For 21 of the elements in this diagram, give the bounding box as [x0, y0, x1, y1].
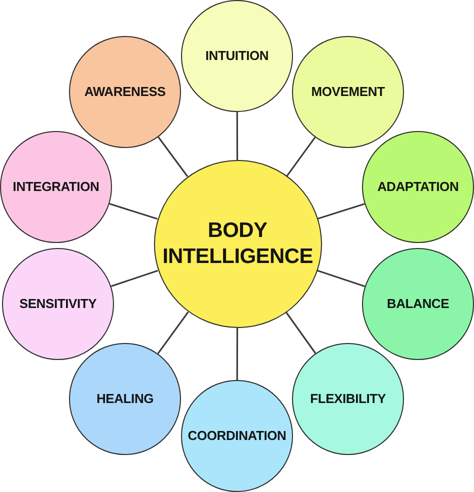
concept-label: BALANCE: [386, 296, 450, 312]
concept-label: SENSITIVITY: [19, 296, 97, 312]
concept-label: ADAPTATION: [377, 178, 459, 196]
concept-label: COORDINATION: [188, 428, 286, 444]
connector-line: [316, 270, 366, 288]
connector-line: [110, 270, 158, 287]
connector-line: [236, 328, 238, 380]
concept-label: AWARENESS: [84, 84, 166, 100]
topic-title: BODY INTELLIGENCE: [162, 218, 312, 270]
connector-line: [157, 312, 189, 354]
connector-line: [317, 203, 365, 220]
concept-label: FLEXIBILITY: [310, 390, 386, 408]
concept-label: INTUITION: [205, 48, 269, 64]
concept-label: MOVEMENT: [311, 84, 385, 100]
concept-label: HEALING: [96, 390, 154, 408]
connector-line: [286, 136, 316, 177]
connector-line: [158, 136, 188, 177]
concept-label: INTEGRATION: [12, 178, 100, 196]
connector-line: [286, 312, 316, 354]
connector-line: [236, 112, 238, 160]
connector-line: [109, 203, 158, 220]
